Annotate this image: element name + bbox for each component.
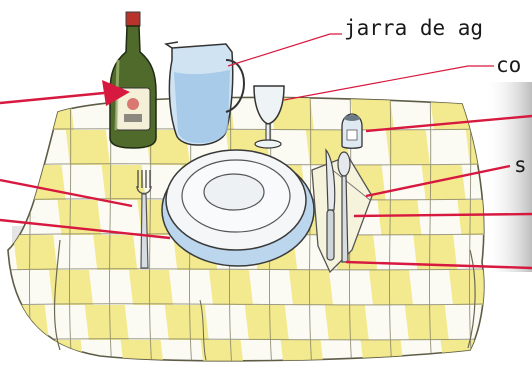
salt-shaker-icon <box>342 114 362 148</box>
background-panel <box>484 82 532 272</box>
cloth-check <box>449 270 493 305</box>
cloth-check <box>5 305 49 340</box>
cloth-check <box>121 340 165 371</box>
cloth-check <box>129 270 173 305</box>
cloth-check <box>245 305 289 340</box>
cloth-check <box>13 235 57 270</box>
cloth-check <box>66 130 110 165</box>
cloth-check <box>386 130 430 165</box>
label-pitcher: jarra de ag <box>344 18 483 39</box>
cloth-check <box>281 340 325 371</box>
cloth-check <box>369 270 413 305</box>
label-glass: co <box>496 55 521 76</box>
wine-bottle-icon <box>110 12 156 148</box>
cloth-check <box>405 305 449 340</box>
cloth-check <box>102 165 146 200</box>
cloth-check <box>289 270 333 305</box>
cloth-check <box>209 270 253 305</box>
label-napkin: s <box>514 155 527 176</box>
cloth-check <box>93 235 137 270</box>
cloth-check <box>325 305 369 340</box>
cloth-check <box>85 305 129 340</box>
cloth-check <box>22 165 66 200</box>
cloth-check <box>377 200 421 235</box>
cloth-check <box>361 340 405 371</box>
cloth-check <box>441 340 485 371</box>
cloth-check <box>201 340 245 371</box>
